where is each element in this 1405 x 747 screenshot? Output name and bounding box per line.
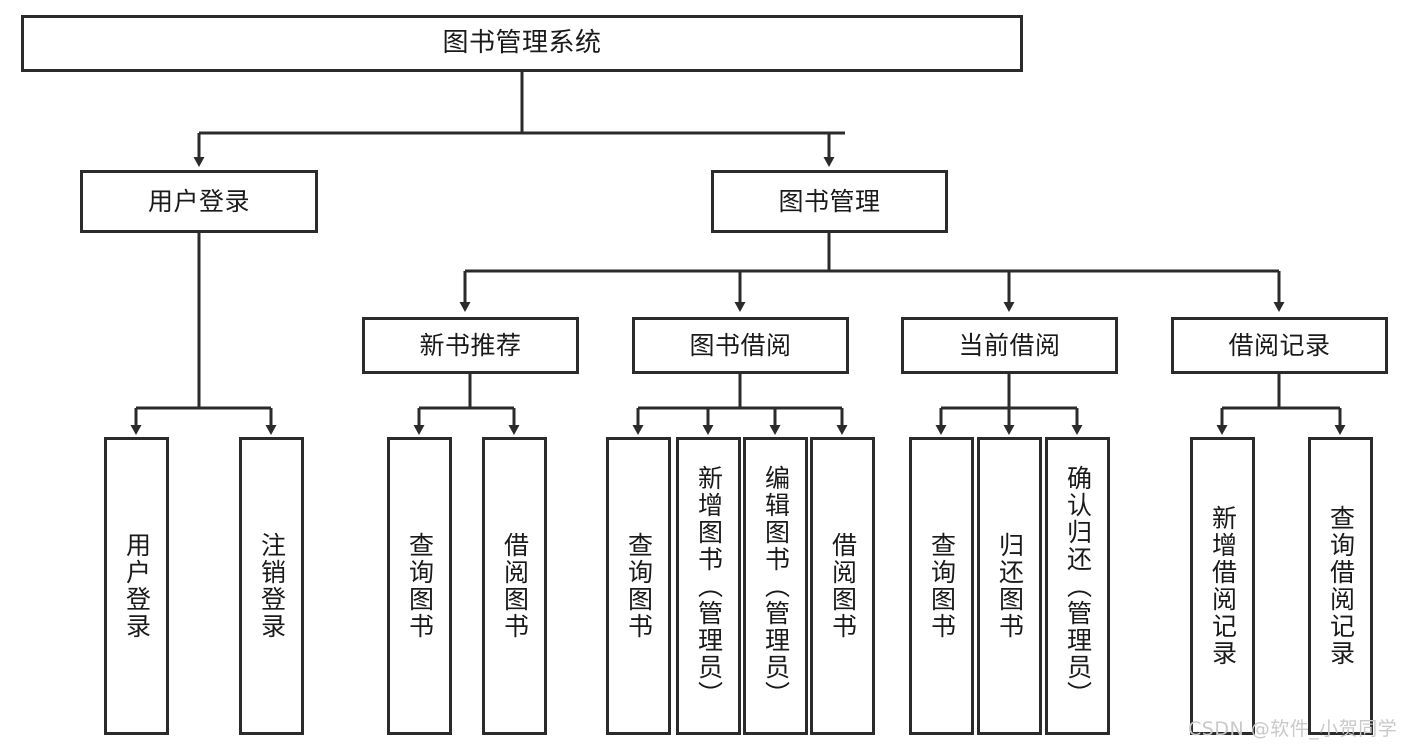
node-label: 查询图书 <box>405 532 435 640</box>
node-label: 新增借阅记录 <box>1208 505 1238 667</box>
node-label: 当前借阅 <box>958 330 1061 360</box>
csdn-watermark: CSDN @软件_小贺同学 <box>1188 718 1398 740</box>
node-label: 借阅图书 <box>500 532 530 640</box>
node-label: 编辑图书（管理员） <box>761 464 791 708</box>
node-borrow-record[interactable]: 借阅记录 <box>1171 317 1388 374</box>
node-leaf-borrow-book-recommend[interactable]: 借阅图书 <box>482 437 547 735</box>
node-label: 确认归还（管理员） <box>1063 464 1093 708</box>
node-label: 图书管理 <box>778 186 881 216</box>
node-label: 查询借阅记录 <box>1326 505 1356 667</box>
node-label: 借阅记录 <box>1228 330 1331 360</box>
node-leaf-add-book[interactable]: 新增图书（管理员） <box>676 437 741 735</box>
node-leaf-return-book[interactable]: 归还图书 <box>977 437 1042 735</box>
node-label: 用户登录 <box>147 186 250 216</box>
node-label: 用户登录 <box>122 532 152 640</box>
node-leaf-query-book-recommend[interactable]: 查询图书 <box>387 437 452 735</box>
node-leaf-query-book-borrow[interactable]: 查询图书 <box>606 437 671 735</box>
node-leaf-query-borrow-record[interactable]: 查询借阅记录 <box>1308 437 1373 735</box>
node-book-management[interactable]: 图书管理 <box>711 170 948 233</box>
node-label: 图书借阅 <box>689 330 792 360</box>
node-new-book-recommend[interactable]: 新书推荐 <box>362 317 579 374</box>
node-leaf-edit-book[interactable]: 编辑图书（管理员） <box>743 437 808 735</box>
node-label: 查询图书 <box>927 532 957 640</box>
node-user-login[interactable]: 用户登录 <box>80 170 318 233</box>
node-label: 借阅图书 <box>828 532 858 640</box>
node-leaf-query-book-current[interactable]: 查询图书 <box>909 437 974 735</box>
node-label: 新书推荐 <box>419 330 522 360</box>
node-label: 查询图书 <box>624 532 654 640</box>
node-leaf-logout-login[interactable]: 注销登录 <box>239 437 304 735</box>
node-leaf-borrow-book[interactable]: 借阅图书 <box>810 437 875 735</box>
node-label: 归还图书 <box>995 532 1025 640</box>
node-leaf-user-login[interactable]: 用户登录 <box>104 437 169 735</box>
node-current-borrow[interactable]: 当前借阅 <box>901 317 1118 374</box>
node-leaf-add-borrow-record[interactable]: 新增借阅记录 <box>1190 437 1255 735</box>
node-leaf-confirm-return[interactable]: 确认归还（管理员） <box>1045 437 1110 735</box>
node-label: 注销登录 <box>257 532 287 640</box>
node-label: 新增图书（管理员） <box>694 464 724 708</box>
node-book-borrow[interactable]: 图书借阅 <box>632 317 849 374</box>
node-root-book-management-system[interactable]: 图书管理系统 <box>21 15 1023 72</box>
node-label: 图书管理系统 <box>442 28 602 59</box>
